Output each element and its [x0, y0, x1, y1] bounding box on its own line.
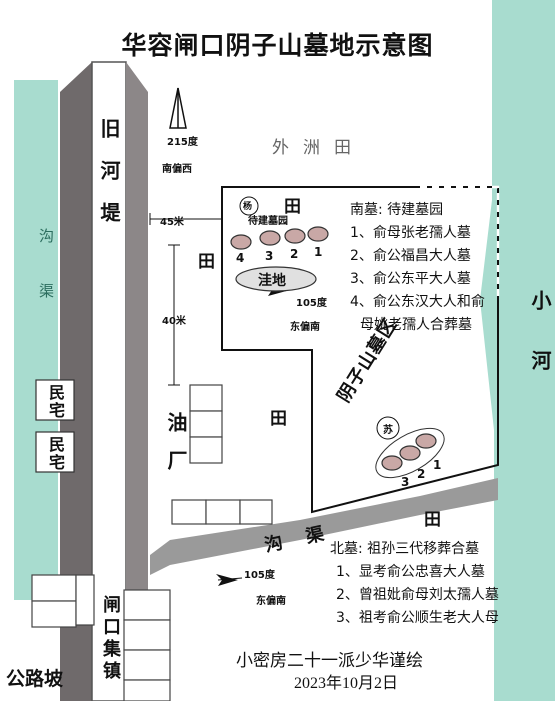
river-shape — [480, 0, 555, 701]
south-graves — [230, 226, 329, 250]
yang-circle — [239, 196, 259, 216]
north-legend-heading: 北墓: 祖孙三代移葬合墓 — [330, 541, 480, 557]
old-levee-label: 旧河堤 — [97, 118, 121, 244]
south-legend: 南墓: 待建墓园 1、俞母张老孺人墓 2、俞公福昌大人墓 3、俞公东平大人墓 4… — [350, 199, 485, 337]
yang-label: 杨 — [243, 202, 253, 212]
north-graves — [381, 433, 437, 471]
north-legend-item: 2、曾祖妣俞母刘太孺人墓 — [336, 587, 499, 603]
depression-label: 洼地 — [258, 273, 286, 289]
north-grave-2: 2 — [417, 467, 426, 481]
su-label: 苏 — [383, 425, 393, 436]
south-grave-2: 2 — [290, 247, 299, 261]
compass-direction: 南偏西 — [162, 164, 192, 175]
field-label-top: 田 — [284, 197, 301, 217]
residence-box-2 — [35, 431, 75, 473]
residence-label-1: 民宅 — [46, 384, 65, 420]
town-buildings — [31, 574, 171, 701]
cemetery-boundary-dashed — [420, 185, 500, 300]
field-label-middle: 田 — [270, 409, 287, 429]
depression-shape — [235, 266, 317, 292]
pending-garden-label: 待建墓园 — [248, 216, 288, 227]
south-grave-4: 4 — [236, 251, 245, 265]
su-circle — [376, 416, 400, 440]
ditch-band — [150, 478, 498, 575]
south-legend-item: 1、俞母张老孺人墓 — [350, 225, 471, 241]
map-title: 华容闸口阴子山墓地示意图 — [121, 31, 434, 60]
south-legend-item: 2、俞公福昌大人墓 — [350, 248, 471, 264]
zhakou-town-label: 闸口集镇 — [100, 595, 121, 683]
north-legend-item: 1、显考俞公忠喜大人墓 — [336, 564, 485, 580]
south-legend-item: 4、俞公东汉大人和俞 — [350, 294, 485, 310]
south-legend-item: 母姚老孺人合葬墓 — [360, 317, 472, 333]
credit-date: 2023年10月2日 — [294, 675, 399, 692]
direction-label-2: 东偏南 — [256, 596, 286, 607]
south-grave-3: 3 — [265, 249, 274, 263]
north-legend-item: 3、祖考俞公顺生老大人母 — [336, 610, 499, 626]
outer-field-label: 外洲田 — [272, 138, 365, 158]
field-label-left: 田 — [198, 252, 215, 272]
left-ditch-water — [14, 80, 58, 600]
north-legend: 北墓: 祖孙三代移葬合墓 1、显考俞公忠喜大人墓 2、曾祖妣俞母刘太孺人墓 3、… — [330, 538, 499, 630]
field-label-ditch: 田 — [424, 510, 441, 530]
direction-arrow-2 — [216, 574, 238, 586]
ditch-left-label: 沟渠 — [37, 228, 55, 338]
south-legend-item: 3、俞公东平大人墓 — [350, 271, 471, 287]
credit-author: 小密房二十一派少华谨绘 — [236, 651, 423, 671]
direction-label-1: 东偏南 — [290, 322, 320, 333]
oil-factory-label: 油厂 — [164, 412, 188, 488]
residence-label-2: 民宅 — [46, 436, 65, 472]
south-grave-1: 1 — [314, 245, 323, 259]
residence-box-1 — [35, 379, 75, 421]
levee-dark-band — [60, 62, 92, 701]
road-slope-label: 公路坡 — [6, 668, 64, 690]
distance-40-label: 40米 — [162, 316, 186, 327]
river-label: 小河 — [528, 290, 552, 410]
angle-label-2: 105度 — [244, 570, 275, 581]
north-grave-1: 1 — [433, 458, 442, 472]
compass-degree: 215度 — [167, 137, 198, 148]
levee-edge — [126, 62, 148, 590]
north-graves-outline — [375, 427, 445, 479]
south-legend-heading: 南墓: 待建墓园 — [350, 202, 444, 218]
oil-factory-buildings — [171, 384, 273, 525]
distance-45-label: 45米 — [160, 217, 184, 228]
angle-label-1: 105度 — [296, 298, 327, 309]
north-grave-3: 3 — [401, 475, 410, 489]
